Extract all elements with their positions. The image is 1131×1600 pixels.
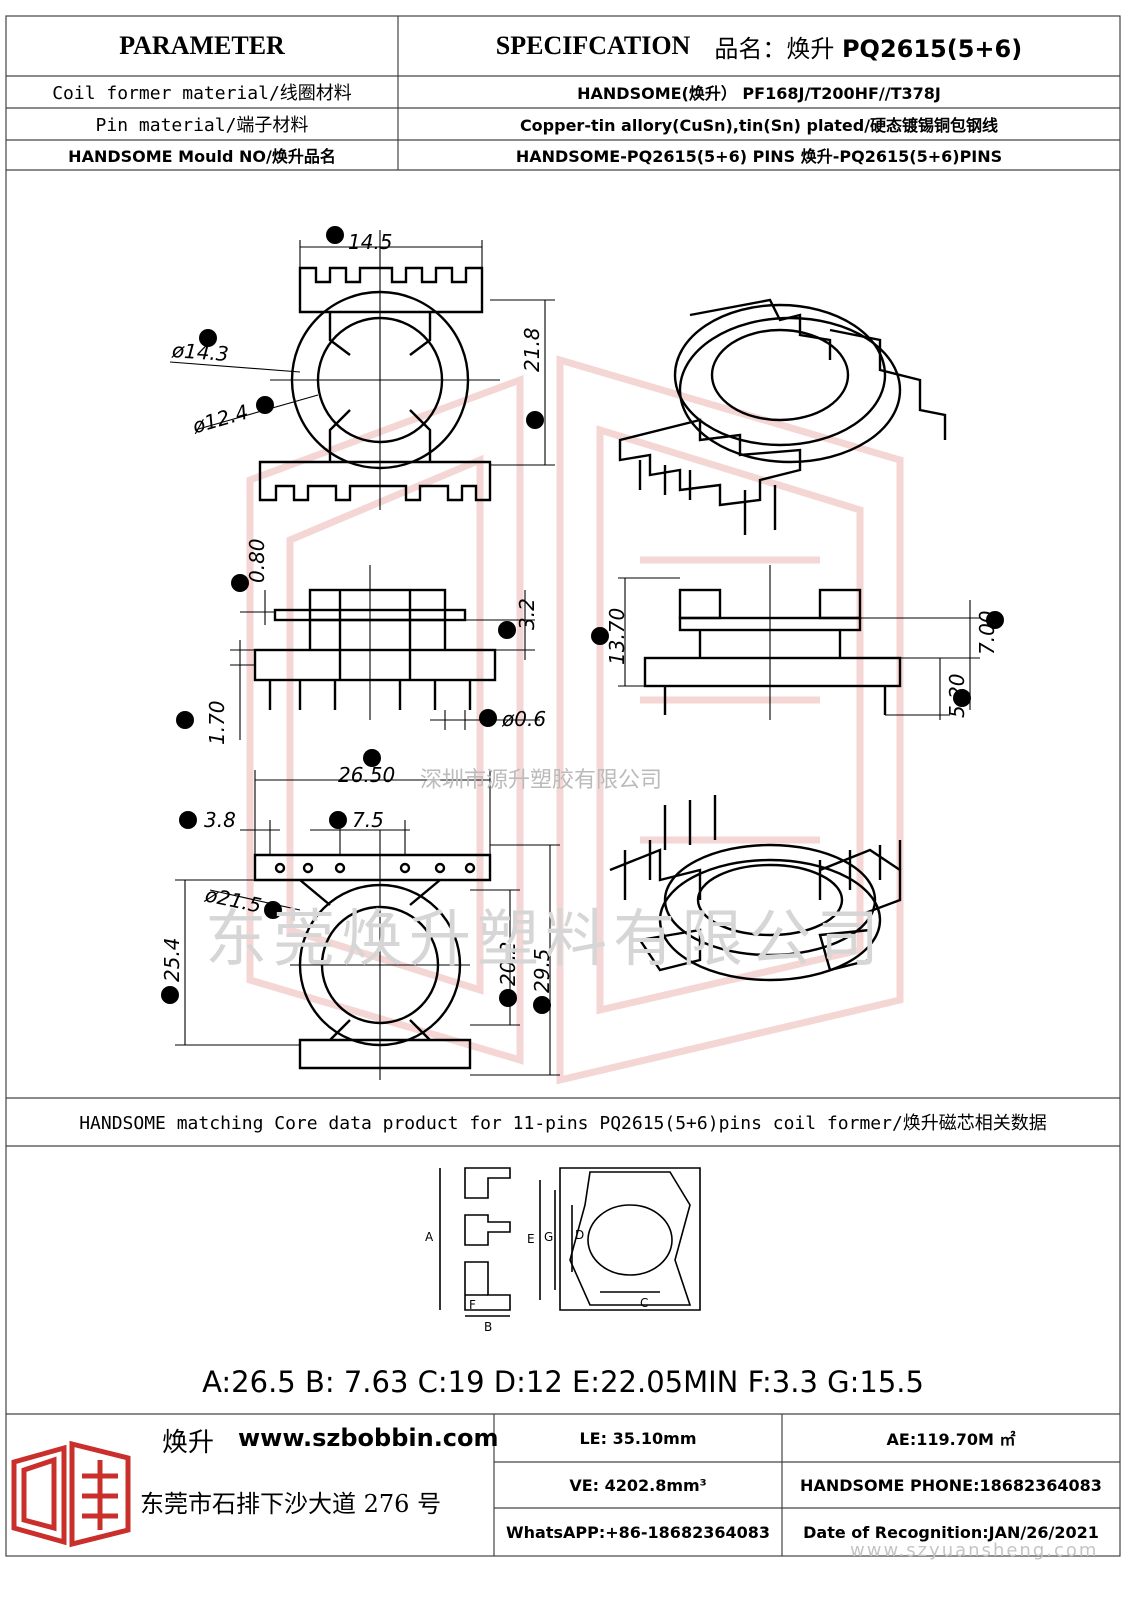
watermark-website: www.szyuansheng.com <box>850 1540 1099 1561</box>
brand-website: www.szbobbin.com <box>238 1424 499 1452</box>
watermark-company: 深圳市源升塑胶有限公司 <box>420 768 663 793</box>
spec-header: SPECIFCATION 品名：焕升 PQ2615(5+6) <box>398 16 1120 76</box>
dim-j: 7.5 <box>352 808 384 832</box>
core-letter-d: D <box>575 1228 585 1242</box>
dim-i: 3.8 <box>204 808 236 832</box>
dim-a: 14.5 <box>348 230 393 254</box>
ae-value: AE:119.70M ㎡ <box>886 1430 1016 1449</box>
brand-address: 东莞市石排下沙大道 276 号 <box>140 1490 442 1518</box>
le-value: LE: 35.10mm <box>579 1428 697 1448</box>
ve-value: VE: 4202.8mm³ <box>569 1475 707 1495</box>
spec-row-value: HANDSOME-PQ2615(5+6) PINS 焕升-PQ2615(5+6)… <box>515 147 1003 166</box>
product-name-prefix: 品名：焕升 <box>714 34 835 63</box>
core-letter-a: A <box>425 1230 434 1244</box>
core-letter-c: C <box>640 1296 649 1310</box>
core-letter-e: E <box>527 1232 535 1246</box>
core-letter-f: F <box>469 1298 476 1312</box>
dim-h: ø0.6 <box>502 707 547 731</box>
spec-row-param: Pin material/端子材料 <box>95 115 309 136</box>
core-letter-g: G <box>544 1230 554 1244</box>
spec-row-value: Copper-tin allory(CuSn),tin(Sn) plated/硬… <box>519 116 999 135</box>
spec-label: SPECIFCATION <box>495 31 691 60</box>
parameter-header: PARAMETER <box>119 31 285 60</box>
phone-value: HANDSOME PHONE:18682364083 <box>800 1475 1102 1495</box>
watermark-logo <box>246 355 904 1085</box>
core-values: A:26.5 B: 7.63 C:19 D:12 E:22.05MIN F:3.… <box>202 1365 924 1399</box>
whatsapp-value: WhatsAPP:+86-18682364083 <box>505 1522 770 1542</box>
spec-row-value: HANDSOME(焕升） PF168J/T200HF//T378J <box>577 84 941 103</box>
product-code: PQ2615(5+6) <box>841 34 1023 63</box>
core-letter-b: B <box>484 1320 493 1334</box>
spec-row-param: Coil former material/线圈材料 <box>52 83 352 104</box>
dim-o: 26.50 <box>338 763 396 787</box>
brand-name: 焕升 <box>162 1428 215 1458</box>
recognition-date: Date of Recognition:JAN/26/2021 <box>803 1522 1099 1542</box>
product-name: 品名：焕升 PQ2615(5+6) <box>714 29 1022 64</box>
watermark-factory: 东莞焕升塑料有限公司 <box>205 902 886 975</box>
spec-row-param: HANDSOME Mould NO/焕升品名 <box>68 147 336 166</box>
core-section-title: HANDSOME matching Core data product for … <box>79 1113 1047 1134</box>
